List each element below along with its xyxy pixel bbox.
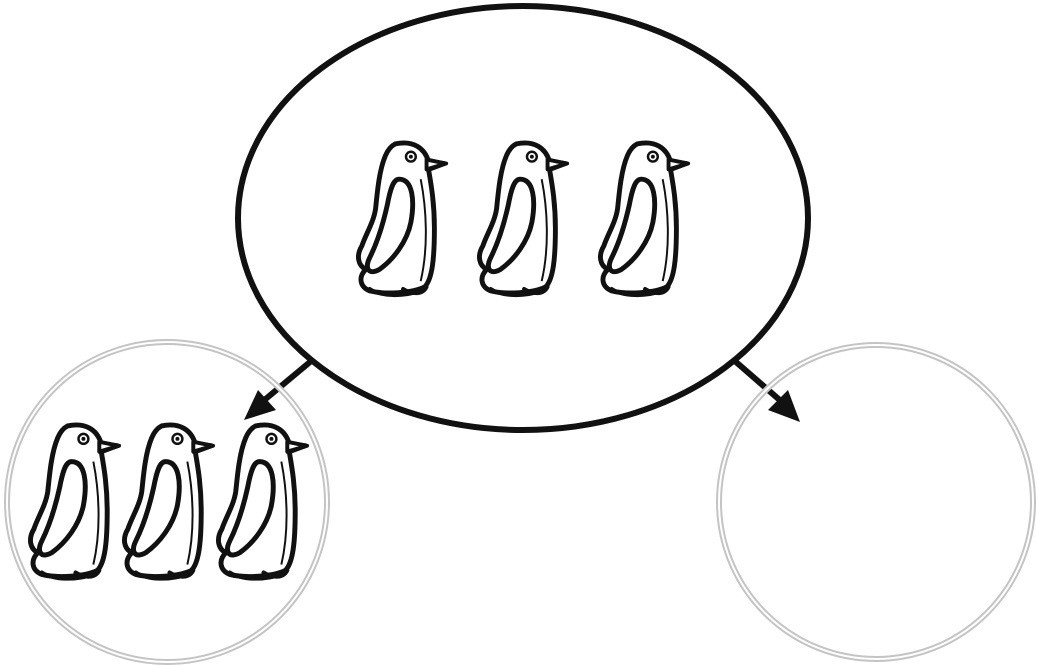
penguin-icon <box>218 425 307 579</box>
penguin-icon <box>124 425 213 579</box>
right-part-circle <box>719 345 1033 659</box>
whole-penguin-group <box>358 143 688 295</box>
left-part-penguin-group <box>30 425 307 579</box>
penguin-icon <box>30 425 119 579</box>
